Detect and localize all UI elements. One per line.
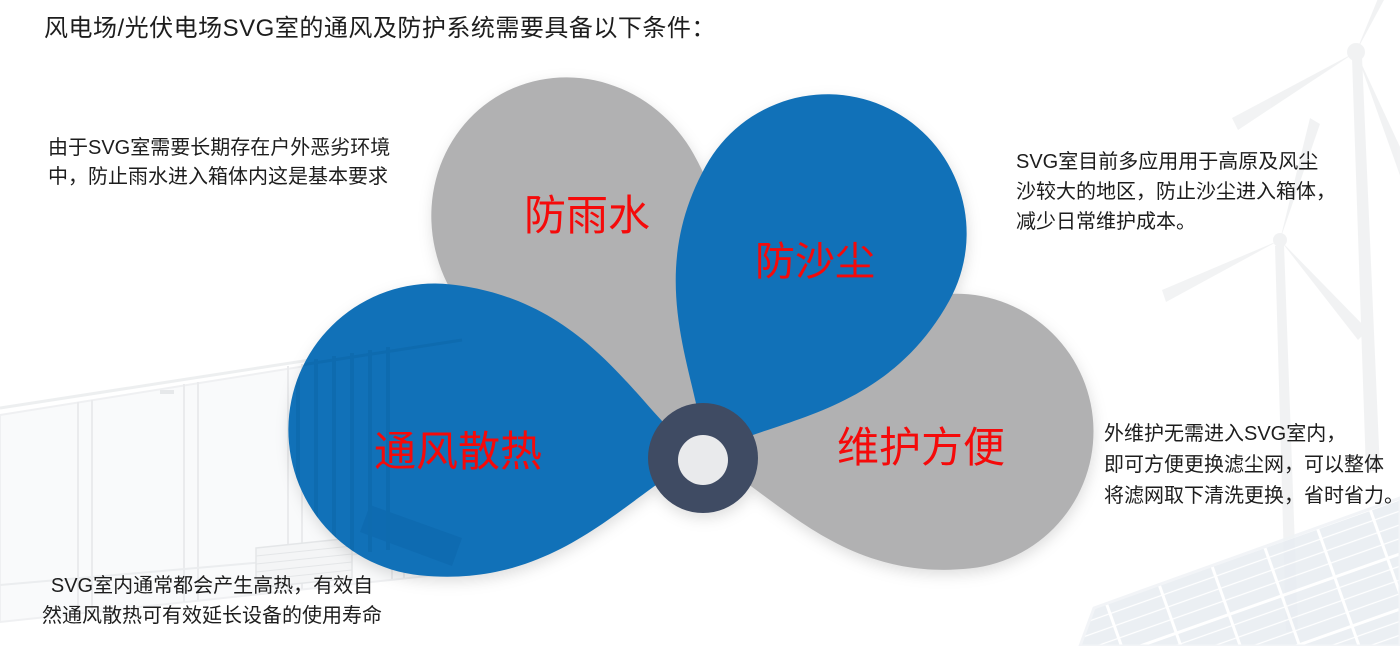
note-line: 外维护无需进入SVG室内， xyxy=(1104,423,1347,445)
note-rain: 由于SVG室需要长期存在户外恶劣环境 中，防止雨水进入箱体内这是基本要求 xyxy=(48,134,390,192)
note-line: 沙较大的地区，防止沙尘进入箱体， xyxy=(1016,181,1336,203)
hub-center xyxy=(678,435,728,485)
note-line: SVG室内通常都会产生高热，有效自 xyxy=(50,575,374,597)
note-line: 中，防止雨水进入箱体内这是基本要求 xyxy=(48,166,388,188)
solar-panel-image xyxy=(1078,496,1400,646)
note-dust: SVG室目前多应用用于高原及风尘 沙较大的地区，防止沙尘进入箱体， 减少日常维护… xyxy=(1016,147,1336,237)
note-line: 由于SVG室需要长期存在户外恶劣环境 xyxy=(48,137,391,159)
petal-label-rain: 防雨水 xyxy=(523,192,650,239)
note-line: 即可方便更换滤尘网，可以整体 xyxy=(1104,454,1384,476)
petal-label-maintain: 维护方便 xyxy=(836,424,1005,471)
petal-label-dust: 防沙尘 xyxy=(755,240,875,284)
note-line: 然通风散热可有效延长设备的使用寿命 xyxy=(42,605,382,627)
note-line: 减少日常维护成本。 xyxy=(1016,211,1196,233)
container-see-through xyxy=(281,338,463,566)
petal-label-vent: 通风散热 xyxy=(373,428,542,475)
note-line: 将滤网取下清洗更换，省时省力。 xyxy=(1104,485,1400,507)
note-vent: SVG室内通常都会产生高热，有效自 然通风散热可有效延长设备的使用寿命 xyxy=(12,571,412,631)
note-maintain: 外维护无需进入SVG室内， 即可方便更换滤尘网，可以整体 将滤网取下清洗更换，省… xyxy=(1104,419,1400,512)
page-title: 风电场/光伏电场SVG室的通风及防护系统需要具备以下条件： xyxy=(44,15,716,42)
note-line: SVG室目前多应用用于高原及风尘 xyxy=(1016,151,1319,173)
wind-turbines-image xyxy=(1162,0,1400,632)
